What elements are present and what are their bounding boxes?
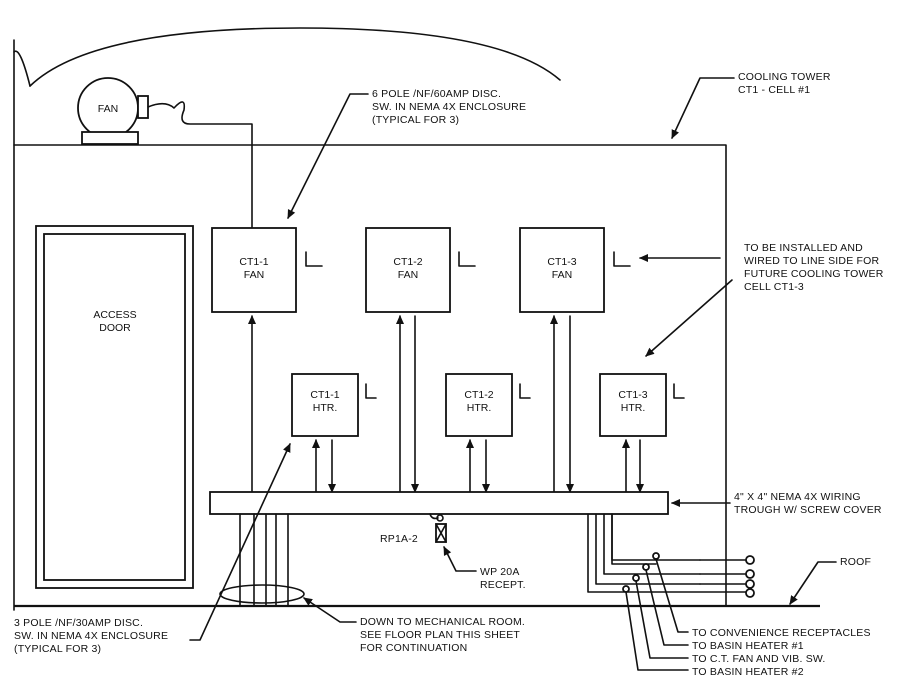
svg-text:FAN: FAN (398, 269, 418, 281)
cooling-tower-title: COOLING TOWER (738, 71, 831, 83)
svg-text:6 POLE /NF/60AMP DISC.: 6 POLE /NF/60AMP DISC. (372, 88, 501, 100)
svg-text:3 POLE /NF/30AMP DISC.: 3 POLE /NF/30AMP DISC. (14, 617, 143, 629)
svg-text:TO BE INSTALLED AND: TO BE INSTALLED AND (744, 242, 863, 254)
feed-basin-heater-2: TO BASIN HEATER #2 (692, 666, 804, 678)
svg-text:HTR.: HTR. (467, 402, 492, 414)
heater-disconnect-ct1-3: CT1-3 HTR. (599, 373, 685, 437)
feed-basin-heater-1: TO BASIN HEATER #1 (692, 640, 804, 652)
svg-text:HTR.: HTR. (621, 402, 646, 414)
feed-convenience: TO CONVENIENCE RECEPTACLES (692, 627, 871, 639)
feed-ct-fan: TO C.T. FAN AND VIB. SW. (692, 653, 826, 665)
svg-text:CT1-2: CT1-2 (464, 389, 493, 401)
fan-label: FAN (98, 103, 118, 115)
svg-text:SW. IN NEMA 4X ENCLOSURE: SW. IN NEMA 4X ENCLOSURE (372, 101, 526, 113)
roof-label: ROOF (840, 556, 871, 568)
cooling-tower-cell: CT1 - CELL #1 (738, 84, 810, 96)
roof-leader (789, 561, 837, 605)
svg-text:CT1-2: CT1-2 (393, 256, 422, 268)
svg-text:CT1-1: CT1-1 (239, 256, 268, 268)
svg-text:CT1-3: CT1-3 (618, 389, 647, 401)
svg-text:(TYPICAL FOR 3): (TYPICAL FOR 3) (14, 643, 101, 655)
svg-text:WIRED TO LINE SIDE FOR: WIRED TO LINE SIDE FOR (744, 255, 879, 267)
svg-text:TROUGH W/ SCREW COVER: TROUGH W/ SCREW COVER (734, 504, 882, 516)
svg-text:4" X 4" NEMA 4X WIRING: 4" X 4" NEMA 4X WIRING (734, 491, 861, 503)
feeder-conduits (587, 513, 755, 598)
svg-text:CT1-1: CT1-1 (310, 389, 339, 401)
access-door-label-1: ACCESS (93, 309, 136, 321)
conduits (248, 315, 644, 493)
svg-text:DOWN TO MECHANICAL ROOM.: DOWN TO MECHANICAL ROOM. (360, 616, 525, 628)
svg-text:(TYPICAL FOR 3): (TYPICAL FOR 3) (372, 114, 459, 126)
mech-room-leader (303, 597, 357, 623)
fan-disconnect-ct1-1: CT1-1 FAN (211, 227, 323, 313)
fan-motor: FAN (77, 77, 253, 233)
svg-text:RECEPT.: RECEPT. (480, 579, 526, 591)
access-door-label-2: DOOR (99, 322, 131, 334)
receptacle: RP1A-2 WP 20A RECEPT. (380, 513, 526, 591)
disc-6pole-leader (287, 93, 369, 219)
cooling-tower-leader (671, 77, 735, 139)
future-leader-2 (645, 279, 733, 357)
wiring-trough (209, 491, 669, 515)
svg-text:SEE FLOOR PLAN THIS SHEET: SEE FLOOR PLAN THIS SHEET (360, 629, 520, 641)
svg-text:FAN: FAN (552, 269, 572, 281)
svg-text:CELL CT1-3: CELL CT1-3 (744, 281, 804, 293)
svg-text:HTR.: HTR. (313, 402, 338, 414)
feed-leaders (625, 558, 689, 671)
svg-text:FAN: FAN (244, 269, 264, 281)
fan-disconnect-ct1-3: CT1-3 FAN (519, 227, 631, 313)
svg-text:CT1-3: CT1-3 (547, 256, 576, 268)
access-door: ACCESS DOOR (35, 225, 194, 589)
svg-text:FUTURE COOLING TOWER: FUTURE COOLING TOWER (744, 268, 884, 280)
svg-text:SW. IN NEMA 4X ENCLOSURE: SW. IN NEMA 4X ENCLOSURE (14, 630, 168, 642)
heater-disconnect-ct1-2: CT1-2 HTR. (445, 373, 531, 437)
heater-disconnect-ct1-1: CT1-1 HTR. (291, 373, 377, 437)
svg-text:FOR CONTINUATION: FOR CONTINUATION (360, 642, 467, 654)
disc-3pole-leader (189, 443, 291, 641)
svg-text:WP 20A: WP 20A (480, 566, 520, 578)
fan-disconnect-ct1-2: CT1-2 FAN (365, 227, 476, 313)
receptacle-id: RP1A-2 (380, 533, 418, 545)
down-conduits (219, 513, 305, 607)
